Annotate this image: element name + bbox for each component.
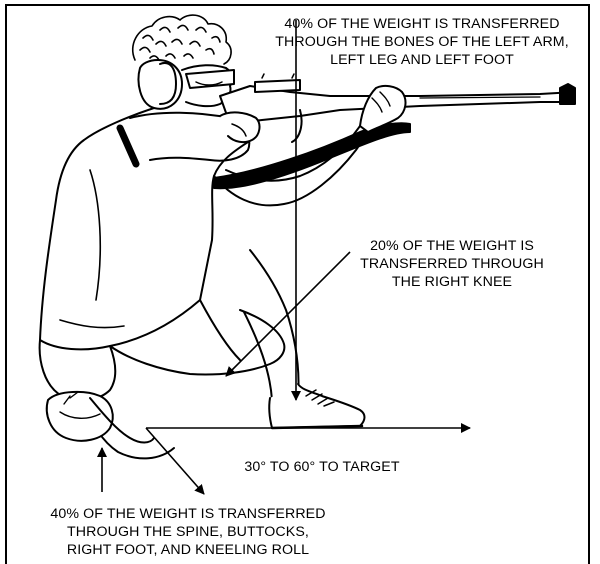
caption-line: TRANSFERRED THROUGH [332,255,572,273]
caption-line: 20% OF THE WEIGHT IS [332,237,572,255]
caption-line: THE RIGHT KNEE [332,273,572,291]
angle-limit-arrow [146,428,204,494]
left-leg [244,250,299,400]
caption-line: 40% OF THE WEIGHT IS TRANSFERRED [28,505,348,523]
caption-line: THROUGH THE SPINE, BUTTOCKS, [28,523,348,541]
hair [133,15,231,64]
jacket [40,108,248,349]
left-shoe [269,384,364,428]
caption-line: LEFT LEG AND LEFT FOOT [248,51,596,69]
caption-target-angle: 30° TO 60° TO TARGET [222,458,422,476]
kneeling-roll [47,392,113,441]
caption-right-knee-weight: 20% OF THE WEIGHT IS TRANSFERRED THROUGH… [332,237,572,291]
caption-line: 40% OF THE WEIGHT IS TRANSFERRED [248,15,596,33]
caption-left-side-weight: 40% OF THE WEIGHT IS TRANSFERRED THROUGH… [248,15,596,69]
caption-line: 30° TO 60° TO TARGET [222,458,422,476]
caption-line: THROUGH THE BONES OF THE LEFT ARM, [248,33,596,51]
caption-line: RIGHT FOOT, AND KNEELING ROLL [28,541,348,559]
caption-spine-weight: 40% OF THE WEIGHT IS TRANSFERRED THROUGH… [28,505,348,559]
